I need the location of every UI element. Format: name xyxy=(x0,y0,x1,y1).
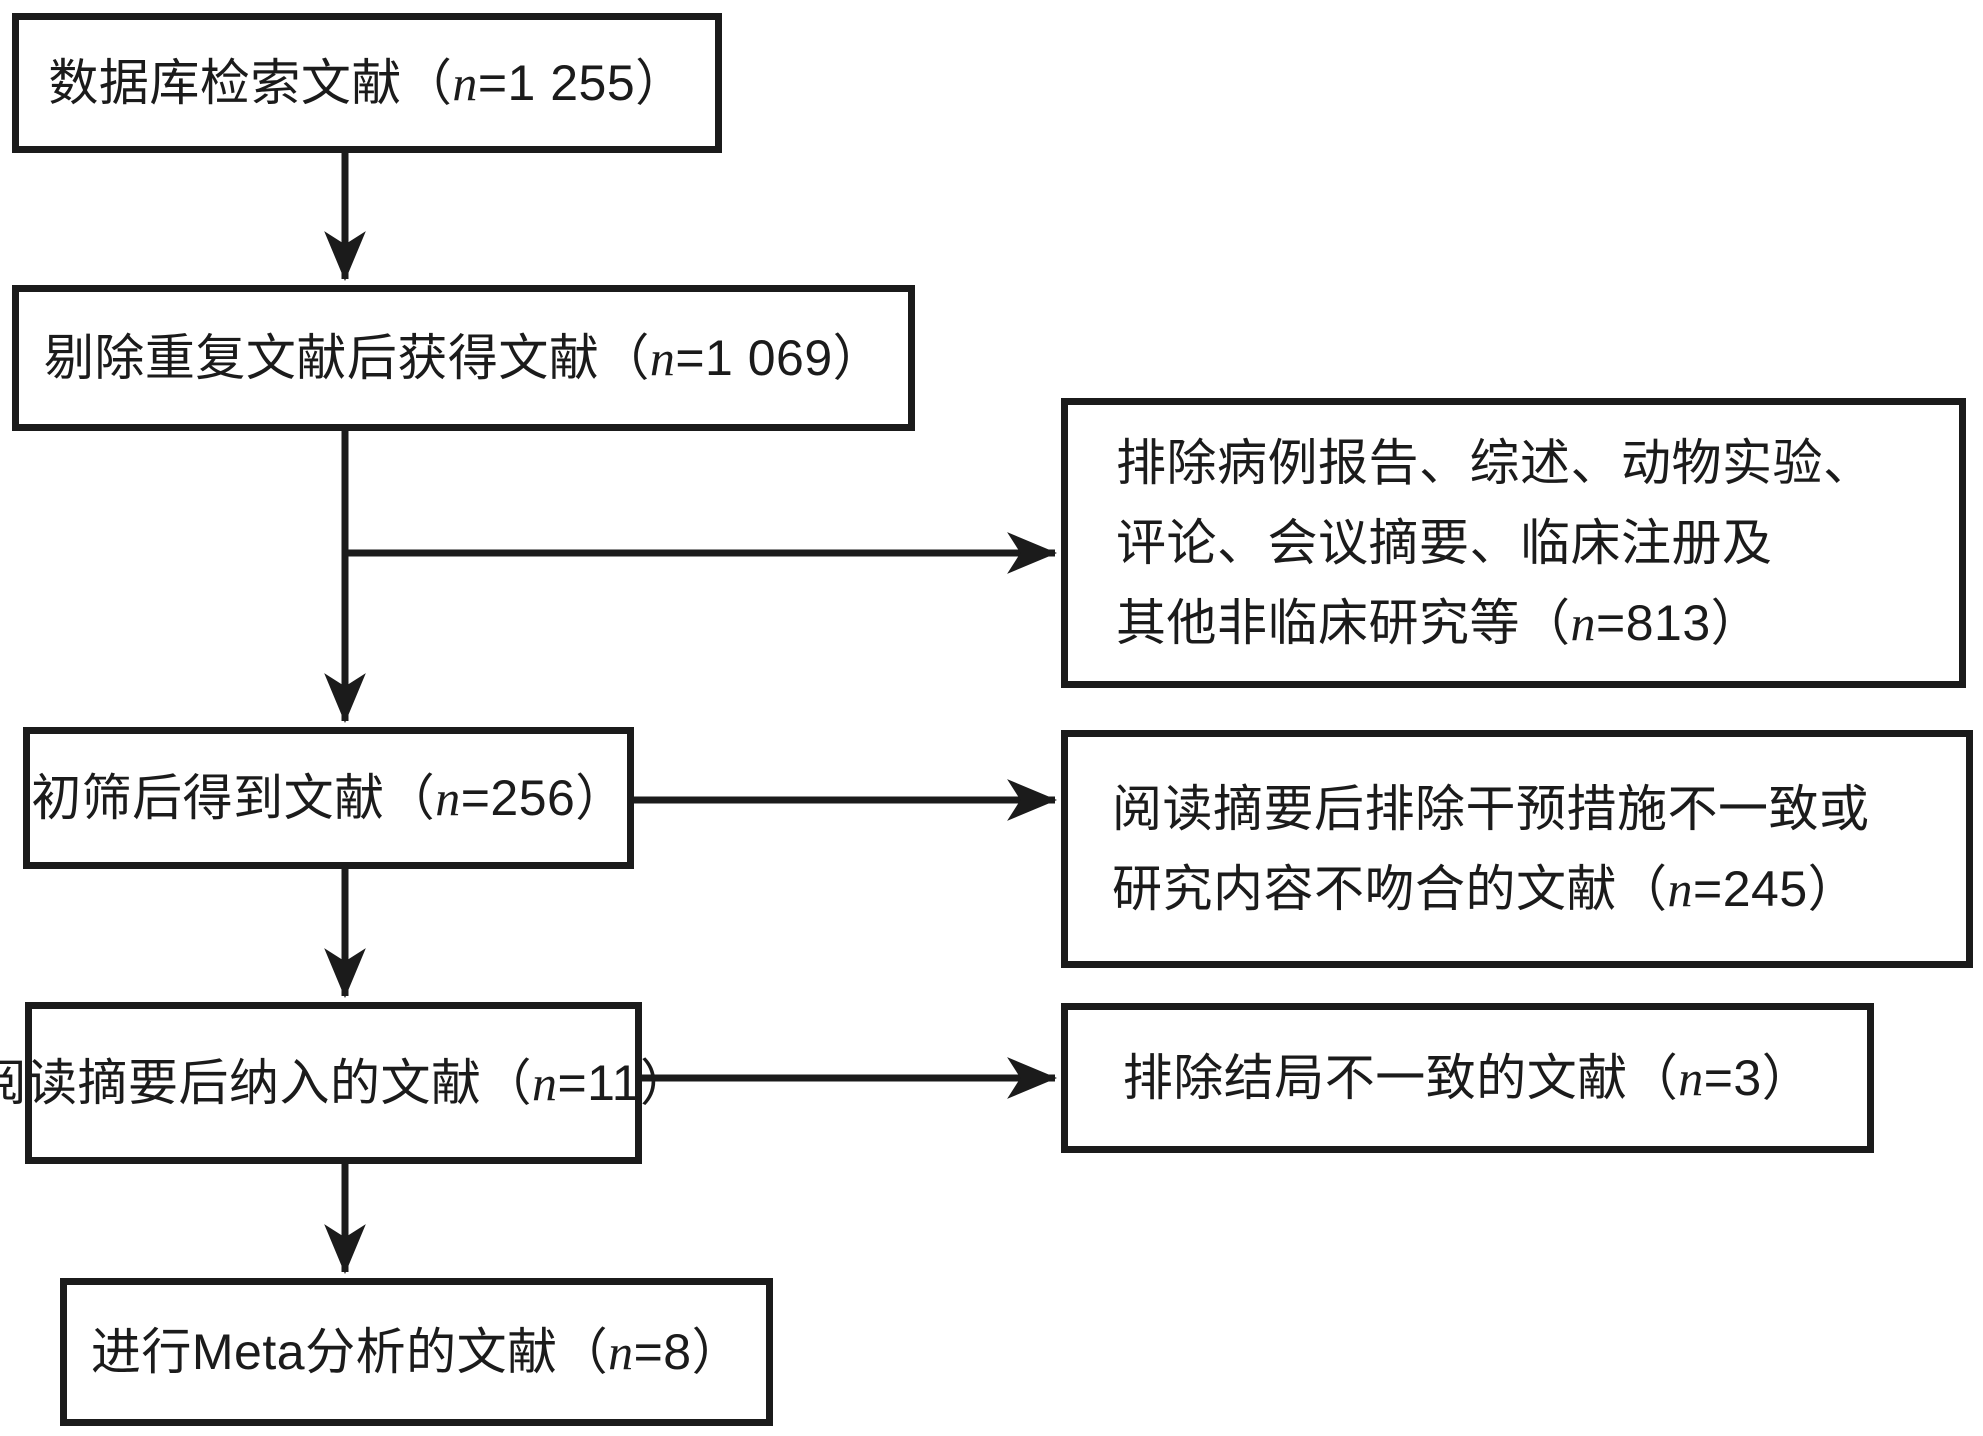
flow-box-text: 初筛后得到文献（n=256） xyxy=(31,758,626,838)
text-segment: 进行Meta分析的文献（ xyxy=(90,1324,609,1380)
text-segment: =245） xyxy=(1693,861,1859,917)
flow-box-text-line2: 研究内容不吻合的文献（n=245） xyxy=(1112,849,1966,929)
text-segment: 研究内容不吻合的文献（ xyxy=(1112,861,1668,917)
flow-box-text-line3: 其他非临床研究等（n=813） xyxy=(1116,583,1959,663)
flow-box-text: 排除结局不一致的文献（n=3） xyxy=(1123,1038,1813,1118)
n-variable: n xyxy=(1678,1050,1704,1106)
flow-box-text: 阅读摘要后纳入的文献（n=11） xyxy=(0,1043,691,1123)
flow-box-excluded-after-abstract: 阅读摘要后排除干预措施不一致或 研究内容不吻合的文献（n=245） xyxy=(1061,730,1973,968)
flow-box-excluded-publication-types: 排除病例报告、综述、动物实验、 评论、会议摘要、临床注册及 其他非临床研究等（n… xyxy=(1061,398,1966,688)
flow-box-text: 剔除重复文献后获得文献（n=1 069） xyxy=(44,318,883,398)
flow-box-text-line1: 阅读摘要后排除干预措施不一致或 xyxy=(1112,781,1870,837)
text-segment: 排除结局不一致的文献（ xyxy=(1122,1050,1679,1106)
n-variable: n xyxy=(1667,861,1693,917)
flow-box-abstract-included: 阅读摘要后纳入的文献（n=11） xyxy=(0,1002,690,1164)
flow-box-initial-screen: 初筛后得到文献（n=256） xyxy=(23,727,634,869)
text-segment: =11） xyxy=(557,1055,691,1111)
text-segment: =1 069） xyxy=(675,330,884,386)
flow-box-text: 数据库检索文献（n=1 255） xyxy=(48,43,685,123)
text-segment: =813） xyxy=(1596,595,1762,651)
text-segment: =8） xyxy=(633,1324,743,1380)
flow-box-meta-analysis: 进行Meta分析的文献（n=8） xyxy=(60,1278,773,1426)
text-segment: 剔除重复文献后获得文献（ xyxy=(43,330,650,386)
n-variable: n xyxy=(435,770,461,826)
flow-box-excluded-outcome-mismatch: 排除结局不一致的文献（n=3） xyxy=(1061,1003,1874,1153)
text-segment: 其他非临床研究等（ xyxy=(1116,595,1571,651)
n-variable: n xyxy=(452,55,478,111)
text-segment: 阅读摘要后纳入的文献（ xyxy=(0,1055,532,1111)
flow-box-after-dedup: 剔除重复文献后获得文献（n=1 069） xyxy=(12,285,915,431)
flow-box-database-search: 数据库检索文献（n=1 255） xyxy=(12,13,722,153)
flow-box-text-line2: 评论、会议摘要、临床注册及 xyxy=(1116,515,1773,571)
n-variable: n xyxy=(531,1055,558,1111)
text-segment: =3） xyxy=(1703,1050,1813,1106)
n-variable: n xyxy=(608,1324,634,1380)
text-segment: 初筛后得到文献（ xyxy=(31,770,436,826)
n-variable: n xyxy=(1570,595,1596,651)
text-segment: =1 255） xyxy=(477,55,686,111)
flow-box-text: 进行Meta分析的文献（n=8） xyxy=(91,1312,742,1392)
text-segment: 数据库检索文献（ xyxy=(48,55,453,111)
n-variable: n xyxy=(649,330,676,386)
text-segment: =256） xyxy=(460,770,626,826)
flow-box-text-line1: 排除病例报告、综述、动物实验、 xyxy=(1116,435,1874,491)
